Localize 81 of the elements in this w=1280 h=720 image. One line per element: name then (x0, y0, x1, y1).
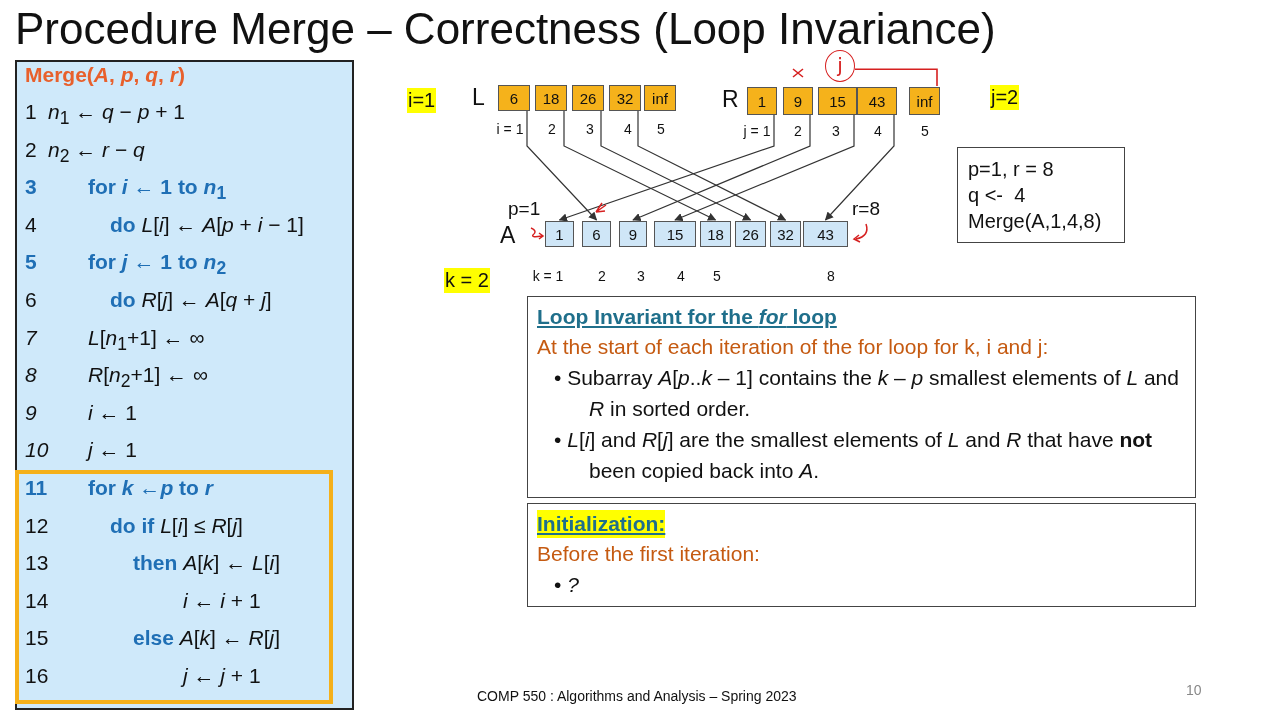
code-line: 9 i ← 1 (25, 399, 138, 426)
arrow (558, 114, 775, 222)
index-label: 2 (794, 123, 802, 139)
panel-subheading: Before the first iteration: (537, 541, 761, 567)
array-cell: 6 (582, 221, 611, 247)
text-panel (527, 503, 1196, 607)
code-line: 16 j ← j + 1 (25, 663, 261, 689)
index-label: 3 (586, 121, 594, 137)
array-cell: 32 (609, 85, 641, 111)
array-cell: 26 (735, 221, 766, 247)
arrow (600, 110, 752, 221)
array-cell: 1 (545, 221, 574, 247)
arrow (637, 110, 787, 221)
array-cell: 18 (700, 221, 731, 247)
bullet-item: • Subarray A[p..k – 1] contains the k – p smallest elements of L and R in sorted order. (553, 365, 1180, 422)
variable-note: j=2 (990, 85, 1020, 110)
note-line: p=1, r = 8 (968, 157, 1055, 182)
code-panel (15, 60, 354, 710)
array-cell: 1 (747, 87, 777, 115)
code-line: 13 then A[k] ← L[i] (25, 550, 281, 577)
arrow (563, 110, 717, 221)
arrow (632, 114, 811, 221)
code-line: 11 for k ←p to r (25, 475, 213, 501)
index-label: 3 (832, 123, 840, 139)
code-line: 3 for i ← 1 to n$_{1}$ (25, 174, 227, 206)
array-cell: 9 (783, 87, 813, 115)
array-cell: inf (909, 87, 940, 115)
array-cell: 9 (619, 221, 647, 247)
array-cell: 26 (572, 85, 604, 111)
code-line: 1 n$_{1}$ ← q − p + 1 (25, 99, 186, 131)
index-label: 8 (827, 268, 835, 284)
array-cell: 43 (857, 87, 897, 115)
panel-subheading: At the start of each iteration of the for loop for k, i and j: (537, 334, 1050, 360)
note-line: q <- 4 (968, 183, 1027, 208)
array-name: L (472, 84, 485, 111)
highlight-frame (15, 470, 333, 704)
array-cell: 32 (770, 221, 801, 247)
array-cell: 43 (803, 221, 848, 247)
footer-text: COMP 550 : Algorithms and Analysis – Spring 2023 (477, 688, 797, 704)
arrow (526, 110, 598, 221)
code-line: 8 R[n$_{2}$+1] ← ∞ (25, 362, 208, 394)
connector-line (854, 68, 938, 87)
index-label: 3 (637, 268, 645, 284)
array-cell: 18 (535, 85, 567, 111)
array-cell: 15 (654, 221, 696, 247)
code-line: 5 for j ← 1 to n$_{2}$ (25, 249, 227, 281)
index-label: k = 1 (532, 268, 564, 284)
panel-heading: Initialization: (537, 510, 666, 538)
index-label: 4 (874, 123, 882, 139)
index-label: 4 (677, 268, 685, 284)
bound-label: p=1 (508, 198, 541, 220)
text-panel (527, 296, 1196, 498)
index-label: 5 (713, 268, 721, 284)
code-heading: Merge(A, p, q, r) (25, 63, 185, 87)
index-label: i = 1 (496, 121, 524, 137)
index-label: 5 (657, 121, 665, 137)
index-label: 2 (548, 121, 556, 137)
index-label: 4 (624, 121, 632, 137)
code-line: 14 i ← i + 1 (25, 587, 261, 614)
array-cell: 15 (818, 87, 857, 115)
array-cell: 6 (498, 85, 530, 111)
arrow (674, 114, 855, 221)
index-label: 5 (921, 123, 929, 139)
array-name: R (722, 86, 739, 113)
code-line: 4 do L[i] ← A[p + i − 1] (25, 211, 304, 238)
note-box (957, 147, 1125, 243)
variable-note: i=1 (407, 88, 437, 113)
note-line: Merge(A,1,4,8) (968, 209, 1103, 234)
arrow (824, 114, 895, 221)
code-line: 7 L[n$_{1}$+1] ← ∞ (25, 324, 205, 356)
page-number: 10 (1186, 682, 1202, 698)
bullet-item: • ? (553, 572, 580, 598)
code-line: 10 j ← 1 (25, 437, 138, 464)
variable-note: k = 2 (444, 268, 490, 293)
bullet-item: • L[i] and R[j] are the smallest elements of L and R that have not been copied back into A. (553, 427, 1154, 484)
array-name: A (500, 222, 516, 249)
index-label: 2 (598, 268, 606, 284)
array-cell: inf (644, 85, 676, 111)
index-label: j = 1 (743, 123, 771, 139)
code-line: 2 n$_{2}$ ← r − q (25, 136, 145, 168)
bound-label: r=8 (852, 198, 880, 220)
